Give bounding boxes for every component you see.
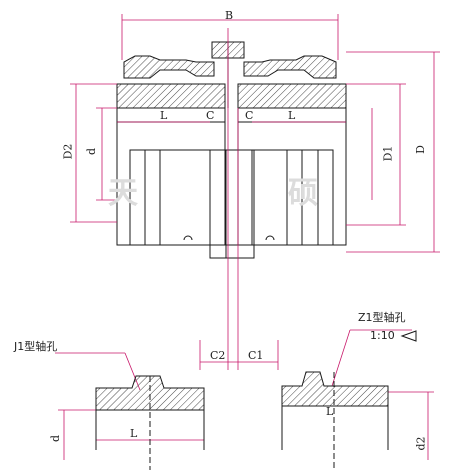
dim-C-right: C [245,109,254,122]
dim-B: B [225,9,234,22]
dim-d-bottom: d [49,434,63,443]
dim-d-top: d [85,147,99,156]
watermark-right: 硕 [288,176,320,211]
right-sleeve [237,83,347,109]
dim-D: D [413,145,427,154]
z1-bore-label: Z1型轴孔 [358,311,406,324]
dim-C-left: C [206,109,215,122]
dim-D1: D1 [381,145,395,162]
dim-L-right: L [288,109,296,122]
top-flange-right [243,55,337,79]
dim-L-bottom-right: L [326,405,334,418]
upper-assembly [116,41,347,259]
dim-D2: D2 [61,143,75,160]
watermark-left: 天 [108,176,140,211]
dim-L-bottom-left: L [130,427,138,440]
taper-label: 1:10 [370,329,395,342]
j1-bore-label: J1型轴孔 [14,340,58,353]
dim-d2-bottom: d2 [414,436,428,451]
z1-bore-part [281,330,417,470]
dim-C1: C1 [248,349,264,362]
center-sleeve [209,149,255,259]
j1-bore-part [95,375,205,470]
dim-C2: C2 [210,349,226,362]
dimension-lines [55,14,440,460]
taper-symbol [400,330,417,342]
dim-L-left: L [160,109,168,122]
left-sleeve [116,83,226,109]
top-flange [123,55,215,79]
